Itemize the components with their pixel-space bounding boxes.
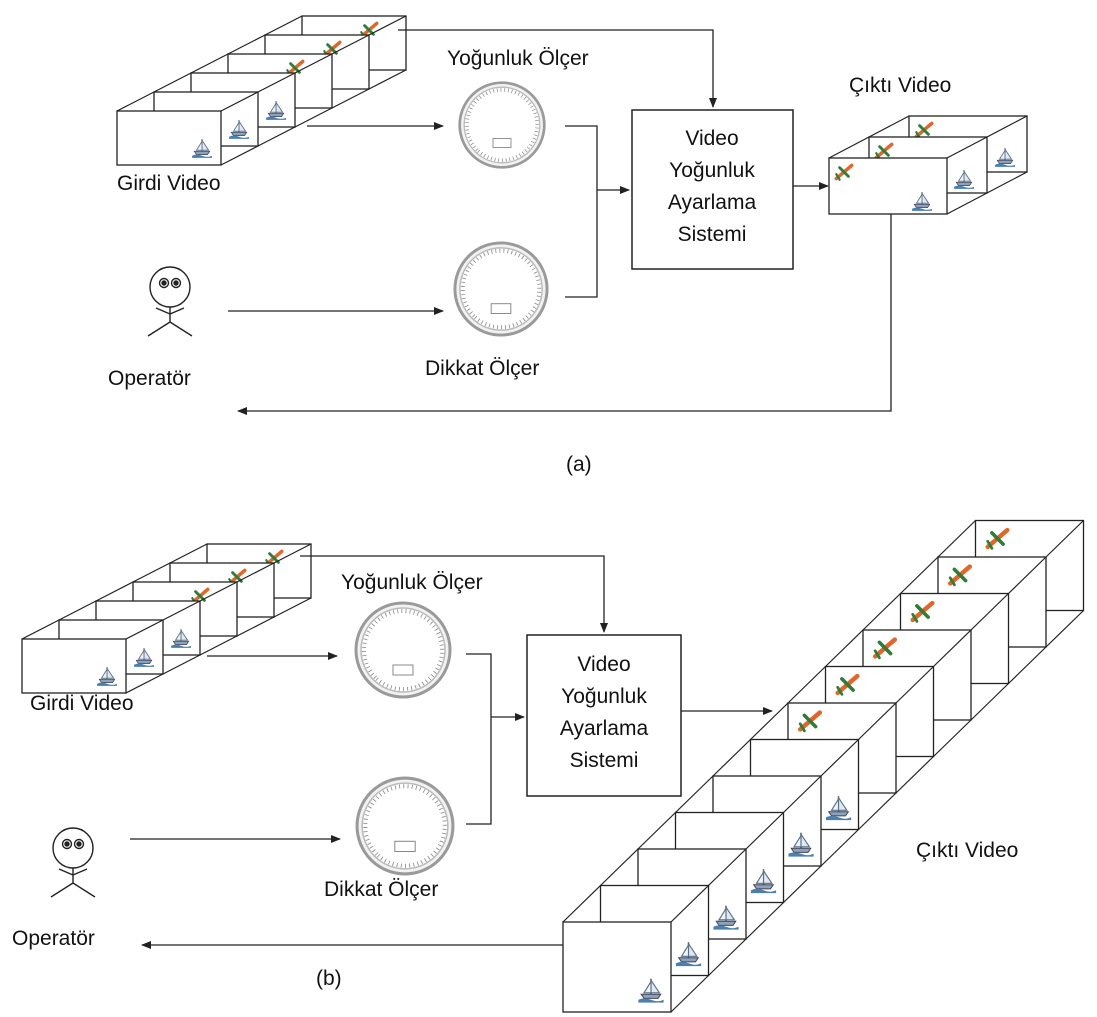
frame-depth-edge xyxy=(938,521,976,558)
operator-label: Operatör xyxy=(12,927,95,950)
frame-depth-edge xyxy=(126,674,163,693)
frame-depth-edge xyxy=(191,54,228,73)
operator-stick-figure-icon xyxy=(51,828,95,897)
attention-gauge-icon xyxy=(349,770,462,883)
frame-depth-edge xyxy=(237,617,274,636)
frame-depth-edge xyxy=(638,813,676,850)
frame-depth-edge xyxy=(713,740,751,777)
density-gauge-icon xyxy=(348,595,458,705)
density-gauge-icon xyxy=(452,75,551,174)
frame-depth-edge xyxy=(1046,611,1084,648)
system-label-line-1: Video xyxy=(685,127,738,150)
frame-depth-edge xyxy=(934,720,972,757)
frame-depth-edge xyxy=(829,137,869,158)
system-label-line-4: Sistemi xyxy=(678,223,747,246)
system-label-line-3: Ayarlama xyxy=(560,717,649,740)
output-video-label: Çıktı Video xyxy=(916,839,1018,862)
frame-depth-edge xyxy=(163,655,200,674)
density-meter-label: Yoğunluk Ölçer xyxy=(341,571,483,594)
frame-depth-edge xyxy=(821,830,859,867)
input-to-system-arrow xyxy=(300,556,604,632)
frame-depth-edge xyxy=(295,108,332,127)
frame-depth-edge xyxy=(751,703,789,740)
frame-depth-edge xyxy=(859,793,897,830)
output-video-label: Çıktı Video xyxy=(849,74,951,97)
frame-depth-edge xyxy=(133,563,170,582)
frame-depth-edge xyxy=(200,636,237,655)
frame-depth-edge xyxy=(22,620,59,639)
operator-stick-figure-icon xyxy=(148,267,192,336)
attention-meter-label: Dikkat Ölçer xyxy=(324,878,438,901)
frame-depth-edge xyxy=(96,582,133,601)
operator-label: Operatör xyxy=(108,367,191,390)
frame-depth-edge xyxy=(863,594,901,631)
frame-depth-edge xyxy=(869,116,909,137)
input-video-frame-stack xyxy=(22,544,311,693)
input-video-frame-stack xyxy=(117,16,406,165)
frame-depth-edge xyxy=(1009,647,1047,684)
frame-depth-edge xyxy=(228,35,265,54)
frame-depth-edge xyxy=(896,757,934,794)
density-meter-label: Yoğunluk Ölçer xyxy=(447,47,589,70)
panel-caption: (a) xyxy=(566,453,592,476)
system-label-line-2: Yoğunluk xyxy=(669,159,755,182)
frame-depth-edge xyxy=(265,16,302,35)
meters-to-system-arrow xyxy=(565,126,629,297)
frame-depth-edge xyxy=(826,630,864,667)
frame-depth-edge xyxy=(947,193,987,214)
frame-depth-edge xyxy=(221,146,258,165)
frame-depth-edge xyxy=(59,601,96,620)
frame-depth-edge xyxy=(746,903,784,940)
panel-caption: (b) xyxy=(316,967,342,990)
frame-depth-edge xyxy=(170,544,207,563)
attention-gauge-icon xyxy=(447,235,555,343)
frame-depth-edge xyxy=(671,976,709,1013)
frame-depth-edge xyxy=(274,598,311,617)
system-label-line-4: Sistemi xyxy=(570,749,639,772)
frame-depth-edge xyxy=(971,684,1009,721)
frame-depth-edge xyxy=(332,89,369,108)
frame-depth-edge xyxy=(709,939,747,976)
frame-depth-edge xyxy=(369,70,406,89)
attention-meter-label: Dikkat Ölçer xyxy=(425,357,539,380)
frame-depth-edge xyxy=(117,92,154,111)
frame-depth-edge xyxy=(258,127,295,146)
frame-depth-edge xyxy=(563,886,601,923)
frame-depth-edge xyxy=(154,73,191,92)
frame-depth-edge xyxy=(784,866,822,903)
system-label-line-3: Ayarlama xyxy=(668,191,757,214)
frame-depth-edge xyxy=(788,667,826,704)
system-label-line-2: Yoğunluk xyxy=(561,685,647,708)
input-video-label: Girdi Video xyxy=(117,172,221,195)
system-label-line-1: Video xyxy=(577,653,630,676)
video-frame xyxy=(829,158,947,214)
input-video-label: Girdi Video xyxy=(30,692,134,715)
frame-depth-edge xyxy=(987,172,1027,193)
frame-depth-edge xyxy=(901,557,939,594)
frame-depth-edge xyxy=(601,849,639,886)
meters-to-system-arrow xyxy=(466,654,524,824)
